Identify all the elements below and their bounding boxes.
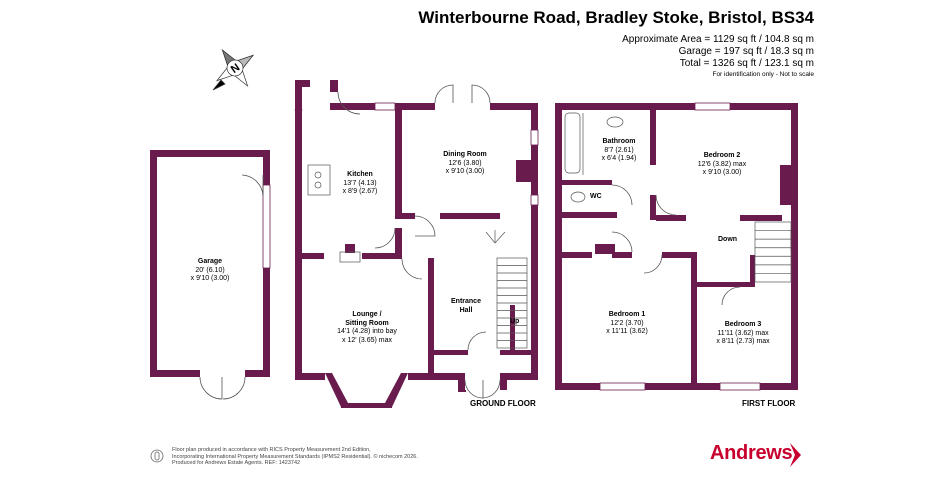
room-name: Entrance	[451, 298, 481, 305]
badge-icon	[150, 449, 164, 463]
room-name: Bedroom 1	[608, 311, 646, 318]
footer-line: Incorporating International Property Mea…	[172, 453, 418, 460]
room-dim: x 8'11 (2.73) max	[716, 338, 770, 345]
room-dim: x 9'10 (3.00)	[190, 275, 230, 282]
room-bathroom: Bathroom 8'7 (2.61) x 6'4 (1.94)	[602, 138, 637, 164]
room-hall: Entrance Hall	[451, 298, 481, 315]
room-name: Bedroom 2	[703, 152, 741, 159]
room-bedroom-3: Bedroom 3 11'11 (3.62) max x 8'11 (2.73)…	[716, 321, 769, 347]
room-name: Kitchen	[347, 171, 373, 178]
garage-area: Garage = 197 sq ft / 18.3 sq m	[678, 46, 814, 57]
up-label: Up	[510, 318, 520, 325]
room-dim: x 11'11 (3.62)	[606, 328, 648, 335]
footer-notes: Floor plan produced in accordance with R…	[172, 447, 418, 467]
room-kitchen: Kitchen 13'7 (4.13) x 8'9 (2.67)	[343, 171, 378, 197]
compass-icon	[212, 48, 255, 91]
room-dim: 14'1 (4.28) into bay	[337, 328, 397, 335]
room-name: Hall	[459, 306, 473, 314]
room-dim: x 9'10 (3.00)	[445, 168, 485, 175]
room-dining: Dining Room 12'6 (3.80) x 9'10 (3.00)	[443, 151, 487, 177]
room-name: Garage	[197, 258, 223, 265]
identification-note: For identification only - Not to scale	[712, 71, 814, 78]
room-dim: x 9'10 (3.00)	[702, 169, 742, 176]
brand-chevron-icon	[790, 443, 801, 467]
room-dim: 13'7 (4.13)	[343, 179, 377, 187]
room-bedroom-1: Bedroom 1 12'2 (3.70) x 11'11 (3.62)	[606, 311, 648, 337]
room-name: Bedroom 3	[724, 321, 762, 328]
room-dim: 11'11 (3.62) max	[717, 329, 769, 337]
room-dim: x 8'9 (2.67)	[342, 188, 378, 195]
room-name: Dining Room	[443, 151, 487, 158]
footer-line: Produced for Andrews Estate Agents. REF:…	[172, 460, 301, 467]
room-dim: 12'2 (3.70)	[610, 319, 644, 327]
room-name: Lounge /	[352, 311, 382, 318]
wc-label: WC	[590, 193, 602, 200]
approximate-area: Approximate Area = 1129 sq ft / 104.8 sq…	[622, 34, 814, 45]
down-label: Down	[718, 236, 738, 243]
footer-line: Floor plan produced in accordance with R…	[172, 447, 371, 453]
room-dim: 12'6 (3.80)	[448, 159, 482, 167]
first-floor-label: FIRST FLOOR	[742, 399, 796, 408]
room-lounge: Lounge / Sitting Room 14'1 (4.28) into b…	[337, 311, 397, 345]
ground-floor-label: GROUND FLOOR	[470, 399, 536, 408]
room-dim: 8'7 (2.61)	[604, 146, 634, 154]
page-title: Winterbourne Road, Bradley Stoke, Bristo…	[418, 8, 814, 27]
total-area: Total = 1326 sq ft / 123.1 sq m	[679, 58, 814, 69]
room-bedroom-2: Bedroom 2 12'6 (3.82) max x 9'10 (3.00)	[698, 152, 746, 178]
brand-logo[interactable]: Andrews	[710, 442, 793, 464]
room-name: Sitting Room	[345, 319, 389, 327]
room-dim: 12'6 (3.82) max	[697, 160, 747, 168]
room-dim: 20' (6.10)	[195, 266, 225, 274]
room-dim: x 12' (3.65) max	[342, 336, 392, 344]
room-dim: x 6'4 (1.94)	[601, 155, 637, 162]
room-garage: Garage 20' (6.10) x 9'10 (3.00)	[191, 258, 230, 284]
room-name: Bathroom	[602, 138, 636, 145]
